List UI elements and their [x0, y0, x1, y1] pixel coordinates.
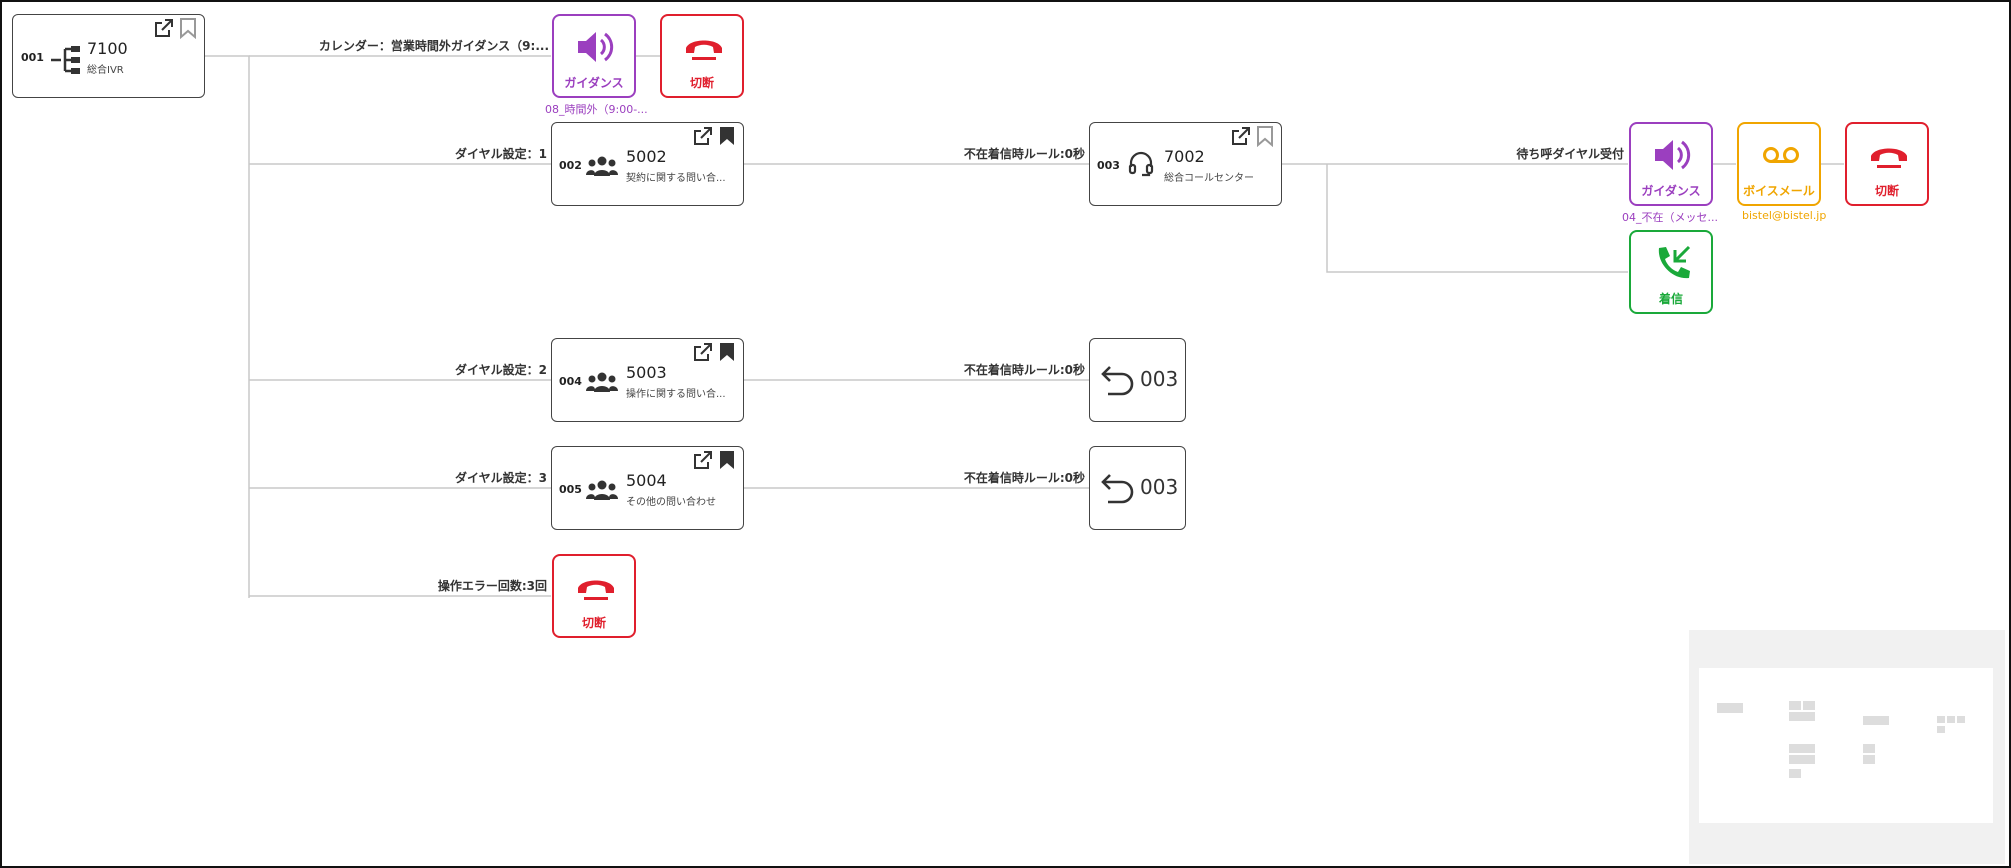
node-id: 003 — [1097, 159, 1120, 172]
minimap-block — [1947, 716, 1955, 723]
hangup-icon — [686, 40, 722, 60]
node-number: 5004 — [626, 471, 667, 490]
edge-label-error: 操作エラー回数:3回 — [437, 579, 547, 593]
disconnect-action-2[interactable]: 切断 — [1845, 122, 1929, 206]
minimap-block — [1937, 726, 1945, 733]
action-label: 切断 — [581, 616, 606, 630]
minimap-block — [1937, 716, 1945, 723]
bookmark-icon[interactable] — [718, 341, 736, 363]
edge-label-dial-2: ダイヤル設定：2 — [455, 363, 547, 377]
edge-label-absent-2: 不在着信時ルール:0秒 — [963, 363, 1085, 377]
guidance-action-1[interactable]: ガイダンス — [552, 14, 636, 98]
hangup-icon — [1871, 148, 1907, 168]
minimap[interactable] — [1689, 630, 2005, 864]
edge-label-absent-3: 不在着信時ルール:0秒 — [963, 471, 1085, 485]
node-number: 5002 — [626, 147, 667, 166]
minimap-block — [1863, 755, 1875, 764]
action-label: 切断 — [1874, 184, 1899, 198]
group-node-004[interactable]: 004 5003 操作に関する問い合... — [551, 338, 744, 422]
disconnect-action-1[interactable]: 切断 — [660, 14, 744, 98]
edge-label-dial-3: ダイヤル設定：3 — [455, 471, 547, 485]
action-label: ボイスメール — [1743, 184, 1815, 198]
edge-label-wait: 待ち呼ダイヤル受付 — [1516, 147, 1624, 161]
node-subtitle: 契約に関する問い合... — [626, 173, 726, 184]
minimap-block — [1803, 701, 1815, 710]
action-label: 着信 — [1658, 292, 1683, 306]
node-id: 001 — [21, 51, 44, 64]
speaker-icon — [578, 32, 614, 62]
minimap-block — [1789, 744, 1815, 753]
group-node-005[interactable]: 005 5004 その他の問い合わせ — [551, 446, 744, 530]
minimap-block — [1789, 769, 1801, 778]
incoming-call-icon — [1658, 245, 1691, 279]
node-subtitle: 操作に関する問い合... — [626, 389, 726, 400]
minimap-block — [1789, 712, 1815, 721]
return-arrow-icon — [1101, 366, 1134, 396]
incoming-action[interactable]: 着信 — [1629, 230, 1713, 314]
node-subtitle: 総合コールセンター — [1164, 173, 1254, 184]
node-subtitle: 総合IVR — [87, 65, 124, 76]
minimap-block — [1789, 701, 1801, 710]
minimap-block — [1957, 716, 1965, 723]
action-label: ガイダンス — [1641, 184, 1701, 198]
external-link-icon[interactable] — [692, 125, 714, 147]
node-id: 004 — [559, 375, 582, 388]
bookmark-icon[interactable] — [718, 449, 736, 471]
node-number: 5003 — [626, 363, 667, 382]
callcenter-node-003[interactable]: 003 7002 総合コールセンター — [1089, 122, 1282, 206]
external-link-icon[interactable] — [153, 17, 175, 39]
return-target: 003 — [1140, 367, 1179, 391]
bookmark-outline-icon[interactable] — [1256, 125, 1274, 147]
ivr-tree-icon — [51, 46, 80, 74]
group-node-002[interactable]: 002 5002 契約に関する問い合... — [551, 122, 744, 206]
minimap-viewport[interactable] — [1699, 668, 1993, 823]
return-node-1[interactable]: 003 — [1089, 338, 1186, 422]
minimap-block — [1863, 716, 1889, 725]
external-link-icon[interactable] — [1230, 125, 1252, 147]
return-arrow-icon — [1101, 474, 1134, 504]
node-id: 005 — [559, 483, 582, 496]
hangup-icon — [578, 580, 614, 600]
guidance-caption-2: 04_不在（メッセ... — [1622, 211, 1718, 224]
bookmark-icon[interactable] — [718, 125, 736, 147]
node-id: 002 — [559, 159, 582, 172]
speaker-icon — [1655, 140, 1691, 170]
group-icon — [586, 156, 618, 176]
edge-label-absent-1: 不在着信時ルール:0秒 — [963, 147, 1085, 161]
group-icon — [586, 372, 618, 392]
voicemail-action[interactable]: ボイスメール — [1737, 122, 1821, 206]
minimap-block — [1717, 703, 1743, 713]
edge-label-dial-1: ダイヤル設定：1 — [455, 147, 547, 161]
ivr-node-001[interactable]: 001 7100 総合IVR — [12, 14, 205, 98]
node-number: 7100 — [87, 39, 128, 58]
node-number: 7002 — [1164, 147, 1205, 166]
external-link-icon[interactable] — [692, 449, 714, 471]
group-icon — [586, 480, 618, 500]
return-node-2[interactable]: 003 — [1089, 446, 1186, 530]
minimap-block — [1789, 755, 1815, 764]
external-link-icon[interactable] — [692, 341, 714, 363]
node-subtitle: その他の問い合わせ — [626, 497, 716, 508]
edge-label-calendar: カレンダー：営業時間外ガイダンス（9:... — [318, 39, 549, 53]
headset-icon — [1128, 151, 1154, 177]
voicemail-caption: bistel@bistel.jp — [1742, 209, 1827, 222]
return-target: 003 — [1140, 475, 1179, 499]
bookmark-outline-icon[interactable] — [179, 17, 197, 39]
minimap-block — [1863, 744, 1875, 753]
disconnect-action-3[interactable]: 切断 — [552, 554, 636, 638]
action-label: 切断 — [689, 76, 714, 90]
action-label: ガイダンス — [564, 76, 624, 90]
guidance-action-2[interactable]: ガイダンス — [1629, 122, 1713, 206]
guidance-caption-1: 08_時間外（9:00-... — [545, 103, 648, 116]
voicemail-icon — [1763, 147, 1799, 163]
